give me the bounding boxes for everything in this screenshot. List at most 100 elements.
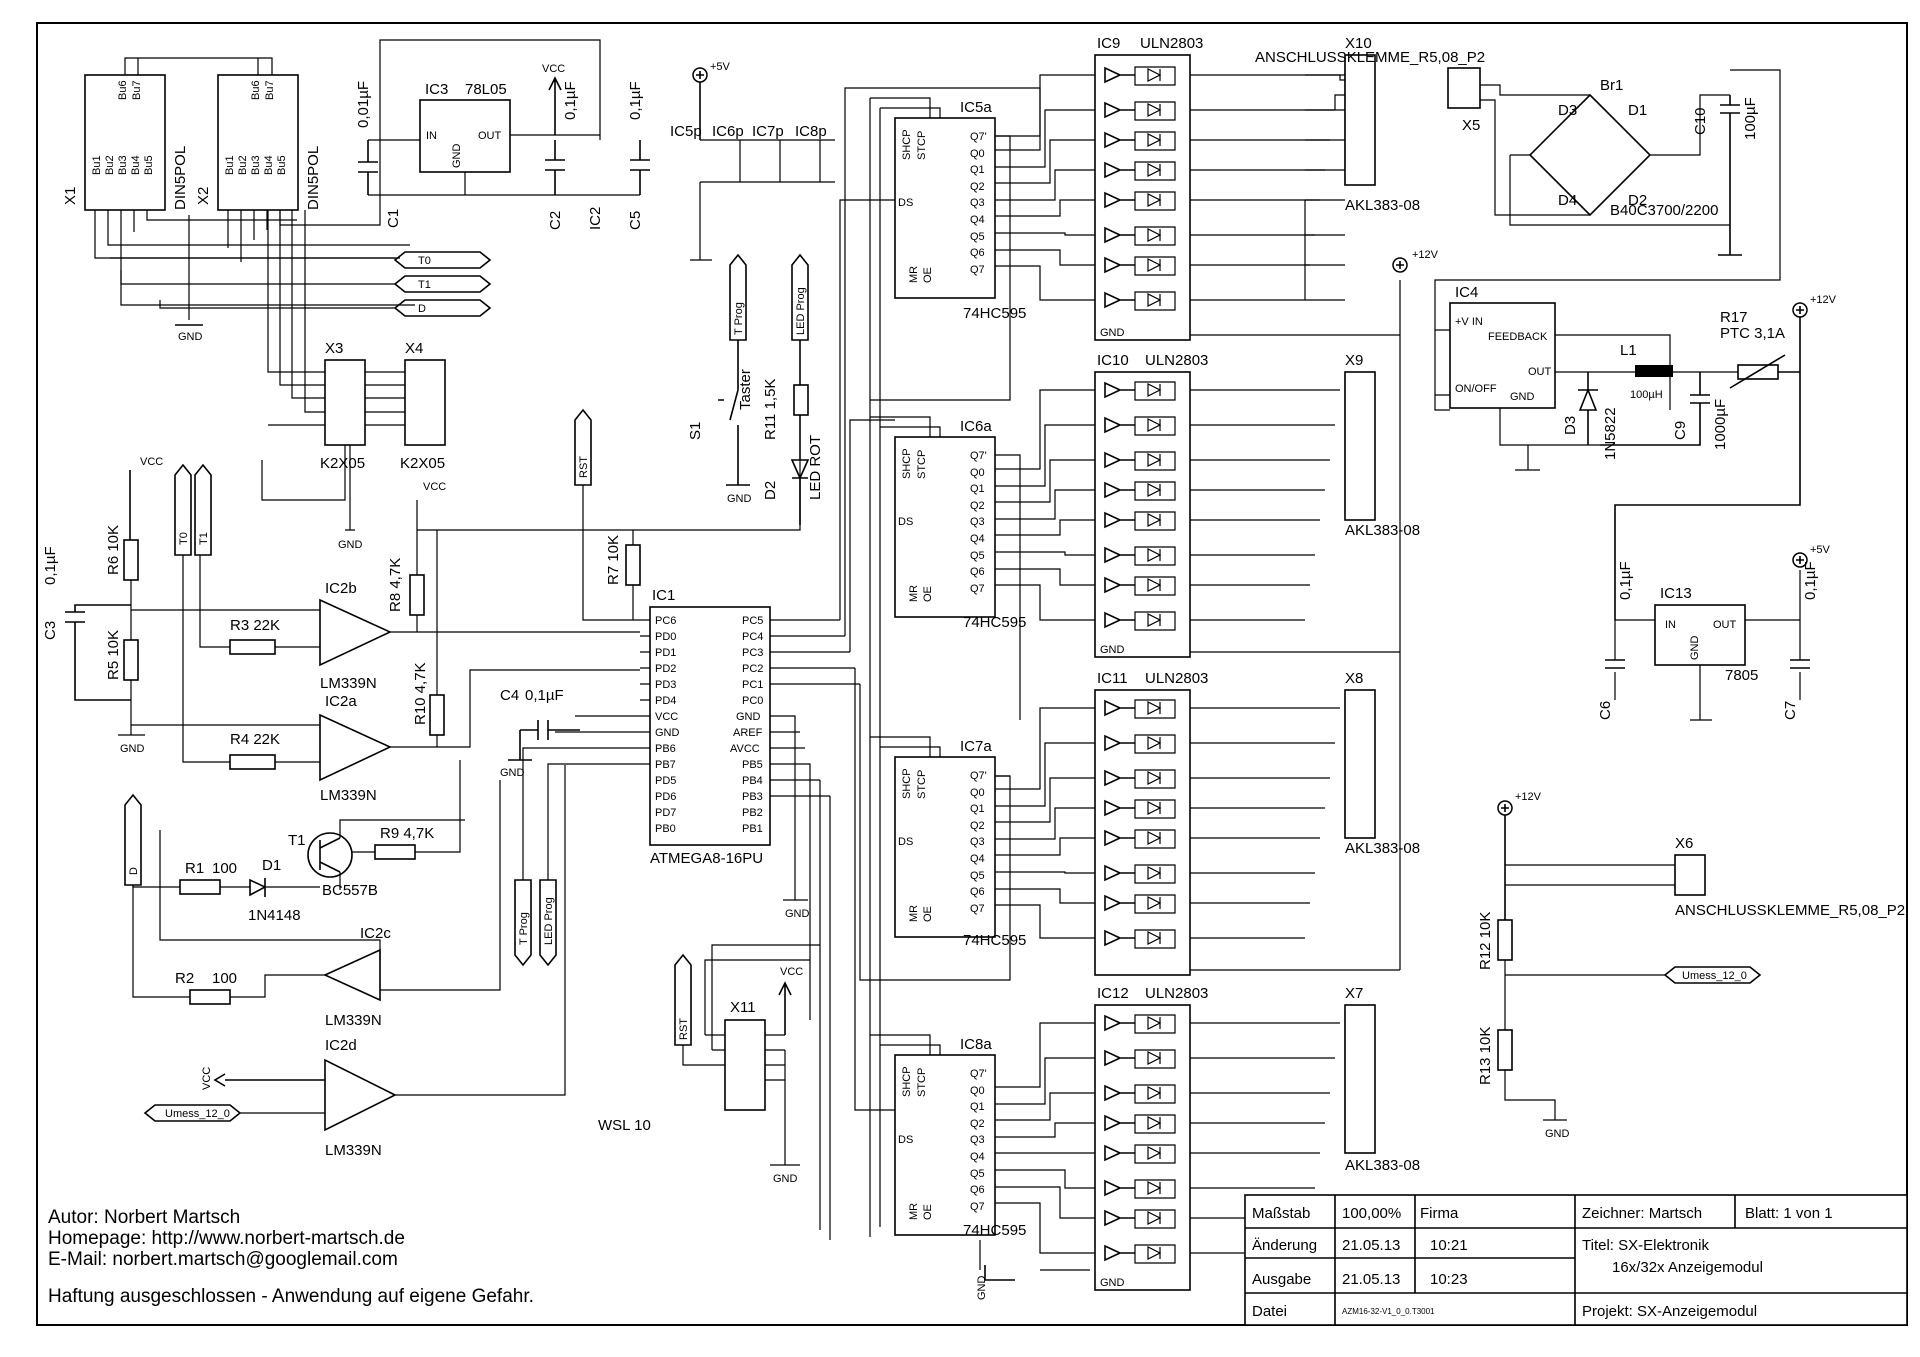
capacitor-c7: 0,1µF C7	[1782, 561, 1819, 720]
resistor-r1: R1 100	[179, 860, 237, 895]
svg-text:Q7': Q7'	[970, 770, 987, 782]
svg-text:STCP: STCP	[916, 770, 928, 799]
svg-text:PD2: PD2	[655, 663, 676, 675]
driver-buffer-icon	[1104, 381, 1135, 399]
clamp-diode-icon	[1134, 161, 1176, 181]
svg-text:GND: GND	[451, 144, 463, 169]
svg-text:IC6a: IC6a	[960, 418, 992, 435]
svg-text:T Prog: T Prog	[733, 302, 745, 335]
svg-text:RST: RST	[578, 456, 590, 478]
svg-text:SHCP: SHCP	[901, 448, 913, 479]
svg-text:0,1µF: 0,1µF	[627, 81, 644, 120]
svg-text:PC4: PC4	[742, 631, 763, 643]
net-tag-rst-bottom: RST	[674, 953, 692, 1046]
svg-text:Q4: Q4	[970, 533, 985, 545]
svg-text:VCC: VCC	[655, 711, 678, 723]
svg-text:VCC: VCC	[423, 481, 446, 493]
svg-text:IN: IN	[1665, 619, 1676, 631]
svg-text:C10: C10	[1692, 107, 1709, 135]
svg-text:ULN2803: ULN2803	[1145, 985, 1208, 1002]
svg-text:Änderung: Änderung	[1252, 1237, 1317, 1254]
svg-text:DS: DS	[898, 1134, 913, 1146]
svg-text:Bu2: Bu2	[237, 155, 249, 175]
microcontroller-ic1: IC1 ATMEGA8-16PU PC6 PD0 PD1 PD2 PD3 PD4…	[649, 587, 771, 867]
svg-text:PB2: PB2	[742, 807, 763, 819]
svg-text:MR: MR	[908, 1203, 920, 1220]
svg-text:21.05.13: 21.05.13	[1342, 1237, 1400, 1254]
driver-buffer-icon	[1104, 864, 1135, 882]
svg-text:Br1: Br1	[1600, 77, 1623, 94]
driver-buffer-icon	[1104, 291, 1135, 309]
svg-text:Ausgabe: Ausgabe	[1252, 1271, 1311, 1288]
svg-text:PD0: PD0	[655, 631, 676, 643]
svg-text:D1: D1	[262, 857, 281, 874]
connector-x11: X11 VCC	[724, 966, 803, 1111]
svg-text:AKL383-08: AKL383-08	[1345, 522, 1420, 539]
terminal-x8: X8 AKL383-08	[1344, 670, 1420, 857]
clamp-diode-icon	[1134, 864, 1176, 884]
svg-text:VCC: VCC	[140, 456, 163, 468]
switch-s1: S1 Taster GND	[687, 340, 754, 505]
clamp-diode-icon	[1134, 381, 1176, 401]
svg-text:LM339N: LM339N	[325, 1142, 382, 1159]
clamp-diode-icon	[1134, 1084, 1176, 1104]
svg-text:Q7: Q7	[970, 903, 985, 915]
driver-buffer-icon	[1104, 481, 1135, 499]
svg-text:S1: S1	[687, 422, 704, 440]
svg-text:Umess_12_0: Umess_12_0	[1682, 970, 1747, 982]
svg-text:DS: DS	[898, 197, 913, 209]
net-tag-led-prog-top: LED Prog	[791, 253, 809, 341]
net-tag-d-left: D	[124, 793, 142, 886]
svg-text:IN: IN	[426, 130, 437, 142]
svg-text:Q7': Q7'	[970, 1068, 987, 1080]
svg-text:GND: GND	[976, 1276, 988, 1301]
svg-text:PB3: PB3	[742, 791, 763, 803]
driver-ic12: IC12 ULN2803 GND	[1094, 985, 1208, 1291]
svg-text:0,01µF: 0,01µF	[355, 81, 372, 128]
svg-text:PB5: PB5	[742, 759, 763, 771]
author-text: Autor: Norbert Martsch	[48, 1207, 240, 1228]
svg-text:LED Prog: LED Prog	[795, 287, 807, 335]
terminal-x10: X10 ANSCHLUSSKLEMME_R5,08_P2 AKL383-08	[1255, 35, 1485, 214]
svg-text:Bu3: Bu3	[117, 155, 129, 175]
regulator-ic13: IC13 IN OUT GND 7805	[1654, 585, 1758, 684]
svg-text:7805: 7805	[1725, 667, 1758, 684]
net-tag-t-prog-bottom: T Prog	[514, 879, 532, 967]
regulator-ic3: IC3 78L05 IN OUT GND	[419, 81, 511, 173]
resistor-r7: R7 10K	[605, 535, 641, 586]
svg-text:Q0: Q0	[970, 1085, 985, 1097]
clamp-diode-icon	[1134, 481, 1176, 501]
svg-text:GND: GND	[727, 493, 752, 505]
driver-buffer-icon	[1104, 576, 1135, 594]
svg-text:GND: GND	[1100, 644, 1125, 656]
svg-text:AREF: AREF	[733, 727, 763, 739]
svg-text:Q3: Q3	[970, 197, 985, 209]
svg-text:10:21: 10:21	[1430, 1237, 1468, 1254]
svg-text:GND: GND	[773, 1173, 798, 1185]
svg-text:OE: OE	[922, 906, 934, 922]
svg-text:C5: C5	[627, 211, 644, 230]
svg-text:PC1: PC1	[742, 679, 763, 691]
resistor-r3: R3 22K	[229, 617, 280, 655]
svg-text:T Prog: T Prog	[518, 912, 530, 945]
svg-text:LM339N: LM339N	[325, 1012, 382, 1029]
svg-text:PB6: PB6	[655, 743, 676, 755]
svg-text:DIN5POL: DIN5POL	[305, 146, 322, 210]
driver-buffer-icon	[1104, 1144, 1135, 1162]
comparator-ic2c: IC2c LM339N	[323, 925, 391, 1029]
diode-d1: D1 1N4148	[248, 857, 301, 924]
svg-text:74HC595: 74HC595	[963, 305, 1026, 322]
svg-text:PB7: PB7	[655, 759, 676, 771]
svg-text:C4: C4	[500, 687, 519, 704]
svg-text:PD4: PD4	[655, 695, 676, 707]
resistor-r12: R12 10K	[1477, 912, 1513, 970]
clamp-diode-icon	[1134, 734, 1176, 754]
driver-buffer-icon	[1104, 101, 1135, 119]
svg-text:X6: X6	[1675, 835, 1693, 852]
svg-text:Q6: Q6	[970, 886, 985, 898]
net-tag-t1-left: T1	[194, 463, 212, 556]
disclaimer-text: Haftung ausgeschlossen - Anwendung auf e…	[48, 1286, 534, 1307]
email-text: E-Mail: norbert.martsch@googlemail.com	[48, 1249, 398, 1270]
svg-text:Q0: Q0	[970, 148, 985, 160]
driver-buffer-icon	[1104, 799, 1135, 817]
